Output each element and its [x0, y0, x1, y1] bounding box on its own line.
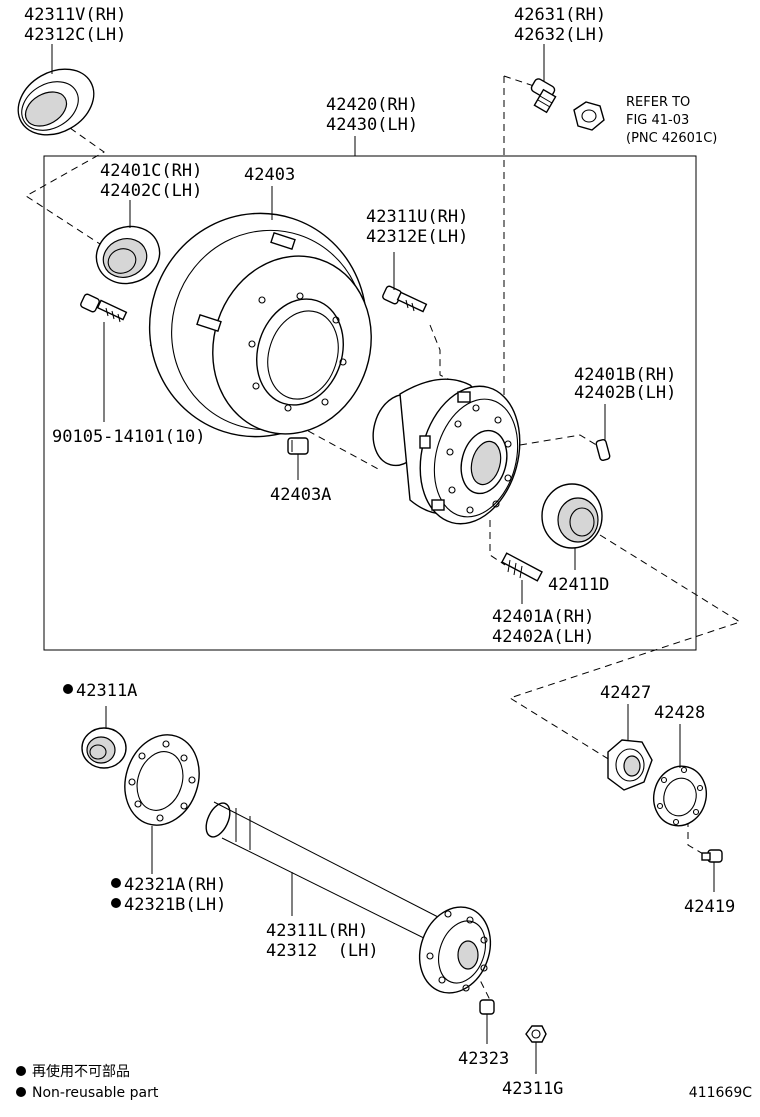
dash-flange-to-cone [469, 959, 491, 1001]
label-42419: 42419 [684, 897, 735, 917]
label-42312E: 42312E(LH) [366, 227, 468, 247]
cone-42323 [479, 999, 495, 1015]
label-90105: 90105-14101(10) [52, 427, 206, 447]
dash-bearing-to-nut [508, 534, 742, 761]
dash-washer-to-screw [687, 820, 711, 859]
dash-axis-drum [149, 344, 381, 471]
label-42428: 42428 [654, 703, 705, 723]
label-42420: 42420(RH) [326, 95, 418, 115]
legend-marker-1 [16, 1066, 26, 1076]
nut-42311G [525, 1025, 547, 1043]
axle-shaft-42311L [205, 801, 492, 994]
dash-stud-42401A [489, 520, 506, 566]
label-42631: 42631(RH) [514, 5, 606, 25]
brake-drum-42403 [148, 212, 372, 438]
label-42311A: 42311A [76, 681, 137, 701]
washer-42428 [653, 765, 707, 827]
bolt-90105 [80, 293, 128, 323]
pin-42401B [595, 439, 611, 461]
bearing-42411D [541, 483, 603, 549]
dash-bolt-top [503, 75, 535, 87]
gasket-42321 [124, 734, 200, 826]
label-42311V: 42311V(RH) [24, 5, 126, 25]
label-42403: 42403 [244, 165, 295, 185]
bearing-42401C [95, 225, 161, 285]
diagram-id: 411669C [689, 1085, 752, 1101]
dash-bolt-42311U [429, 324, 461, 386]
label-42311G: 42311G [502, 1079, 563, 1099]
dash-pin-42401B [519, 434, 599, 447]
label-42402C: 42402C(LH) [100, 181, 202, 201]
label-42311L: 42311L(RH) [266, 921, 368, 941]
screw-42419 [701, 849, 723, 863]
label-42402B: 42402B(LH) [574, 383, 676, 403]
bolt-42311U [382, 285, 428, 313]
label-42427: 42427 [600, 683, 651, 703]
legend-marker-2 [16, 1087, 26, 1097]
label-42401B: 42401B(RH) [574, 365, 676, 385]
label-42321B: 42321B(LH) [124, 895, 226, 915]
legend-english: Non-reusable part [32, 1085, 159, 1101]
label-42321A: 42321A(RH) [124, 875, 226, 895]
non-reusable-marker-42321A [111, 878, 121, 888]
refer-line-1: REFER TO [626, 95, 690, 110]
label-42401C: 42401C(RH) [100, 161, 202, 181]
bearing-42311A [81, 727, 127, 769]
lock-nut-42427 [607, 739, 653, 791]
legend-japanese: 再使用不可部品 [32, 1063, 130, 1080]
label-42411D: 42411D [548, 575, 609, 595]
label-42401A: 42401A(RH) [492, 607, 594, 627]
label-42312: 42312 (LH) [266, 941, 379, 961]
axle-hub [372, 378, 521, 525]
stud-42401A [501, 552, 543, 582]
hub-drum-assembly-frame [43, 155, 697, 651]
refer-line-2: FIG 41-03 [626, 113, 689, 128]
label-42402A: 42402A(LH) [492, 627, 594, 647]
label-42632: 42632(LH) [514, 25, 606, 45]
refer-line-3: (PNC 42601C) [626, 131, 717, 146]
clip-42403A [287, 437, 309, 455]
oil-seal-42311V [17, 68, 95, 136]
label-42403A: 42403A [270, 485, 331, 505]
label-42430: 42430(LH) [326, 115, 418, 135]
label-42312C: 42312C(LH) [24, 25, 126, 45]
label-42311U: 42311U(RH) [366, 207, 468, 227]
non-reusable-marker-42321B [111, 898, 121, 908]
hub-nut [573, 101, 605, 131]
label-42323: 42323 [458, 1049, 509, 1069]
hub-bolt-42631 [530, 78, 557, 114]
non-reusable-marker-42311A [63, 684, 73, 694]
dash-seal-to-bearing [25, 127, 105, 245]
